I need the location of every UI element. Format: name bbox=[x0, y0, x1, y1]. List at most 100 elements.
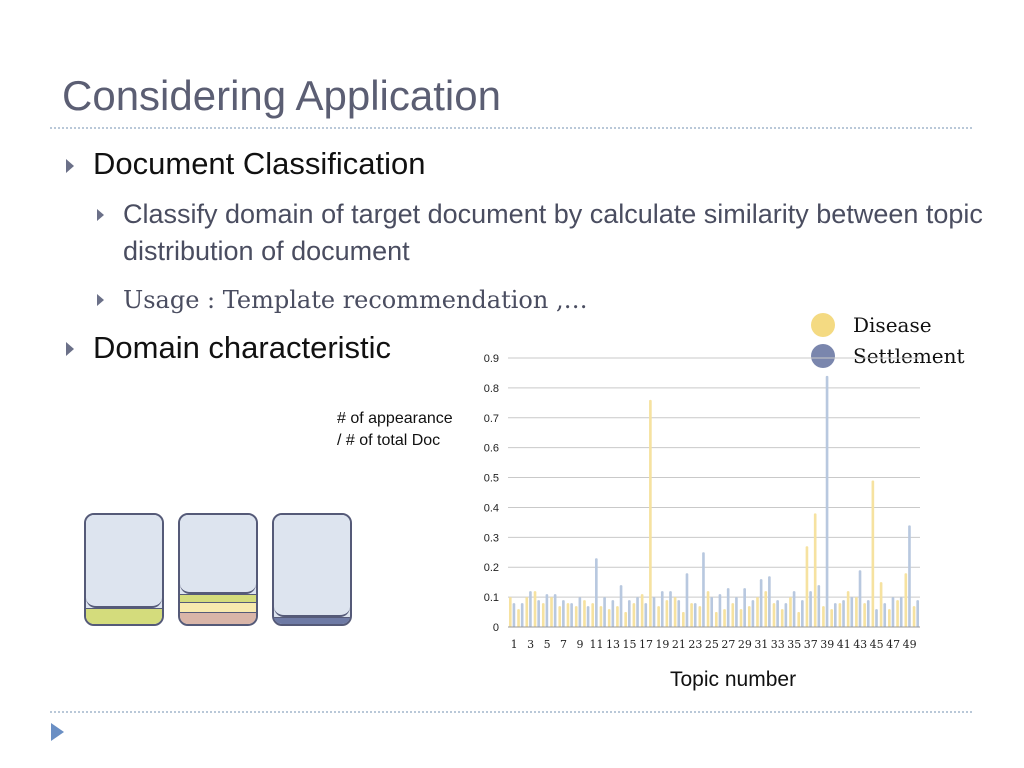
x-tick-label: 5 bbox=[544, 638, 551, 651]
bar-settlement bbox=[759, 579, 763, 627]
bar-settlement bbox=[718, 594, 722, 627]
bar-settlement bbox=[875, 609, 878, 627]
bar-settlement bbox=[809, 591, 812, 627]
sub-bullet-arrow-icon bbox=[97, 294, 104, 306]
bar-disease bbox=[756, 597, 759, 627]
y-tick-label: 0.6 bbox=[484, 443, 499, 455]
bar-disease bbox=[863, 603, 866, 627]
bar-settlement bbox=[553, 594, 557, 627]
bar-disease bbox=[525, 597, 529, 627]
bar-disease bbox=[632, 603, 636, 627]
bar-disease bbox=[896, 600, 899, 627]
bar-disease bbox=[714, 612, 718, 627]
bar-disease bbox=[855, 597, 858, 627]
y-axis-label-line2: / # of total Doc bbox=[337, 432, 441, 449]
bar-disease bbox=[888, 609, 891, 627]
x-tick-label: 19 bbox=[655, 638, 669, 651]
bar-settlement bbox=[578, 597, 582, 627]
bar-settlement bbox=[520, 603, 524, 627]
bar-settlement bbox=[817, 585, 821, 627]
x-tick-label: 29 bbox=[738, 638, 752, 651]
bar-settlement bbox=[768, 576, 771, 627]
bar-settlement bbox=[883, 603, 887, 627]
doc-band-green bbox=[86, 608, 162, 624]
bar-settlement bbox=[908, 525, 911, 627]
y-axis-label-line1: # of appearance bbox=[337, 410, 453, 427]
bar-disease bbox=[706, 591, 710, 627]
doc-band-yellow bbox=[180, 602, 256, 613]
bar-disease bbox=[599, 606, 603, 627]
doc-card-disease bbox=[84, 513, 164, 626]
x-tick-label: 15 bbox=[622, 638, 636, 651]
x-tick-label: 33 bbox=[771, 638, 785, 651]
x-tick-label: 31 bbox=[754, 638, 768, 651]
x-tick-label: 23 bbox=[688, 638, 702, 651]
x-tick-label: 27 bbox=[721, 638, 735, 651]
bar-disease bbox=[508, 597, 512, 627]
bar-disease bbox=[813, 513, 817, 627]
legend-settlement-swatch bbox=[811, 344, 835, 368]
bar-settlement bbox=[570, 603, 573, 627]
doc-card-settlement bbox=[272, 513, 352, 626]
bar-disease bbox=[904, 573, 908, 627]
slide-title: Considering Application bbox=[62, 72, 501, 119]
sub-bullet-classify: Classify domain of target document by ca… bbox=[123, 199, 983, 266]
bar-settlement bbox=[776, 600, 779, 627]
y-tick-label: 0.3 bbox=[484, 532, 499, 544]
y-tick-label: 0.4 bbox=[484, 502, 499, 514]
bar-settlement bbox=[710, 597, 714, 627]
y-tick-label: 0.1 bbox=[484, 592, 499, 604]
x-tick-label: 1 bbox=[511, 638, 518, 651]
bar-disease bbox=[822, 606, 825, 627]
bar-settlement bbox=[801, 600, 804, 627]
bar-settlement bbox=[611, 600, 615, 627]
x-tick-label: 7 bbox=[560, 638, 567, 651]
bar-settlement bbox=[842, 600, 845, 627]
x-tick-label: 13 bbox=[606, 638, 620, 651]
x-tick-label: 17 bbox=[639, 638, 653, 651]
bar-disease bbox=[517, 609, 520, 627]
bar-settlement bbox=[726, 588, 730, 627]
bar-disease bbox=[871, 480, 875, 627]
bullet-arrow-icon bbox=[66, 159, 74, 173]
x-tick-label: 35 bbox=[787, 638, 801, 651]
bottom-divider bbox=[50, 711, 972, 713]
bar-disease bbox=[731, 603, 735, 627]
x-tick-label: 43 bbox=[853, 638, 867, 651]
bar-settlement bbox=[529, 591, 532, 627]
x-tick-label: 21 bbox=[672, 638, 686, 651]
bar-disease bbox=[616, 606, 619, 627]
bar-disease bbox=[583, 600, 586, 627]
bar-settlement bbox=[644, 603, 648, 627]
bar-disease bbox=[739, 609, 743, 627]
bar-settlement bbox=[595, 558, 598, 627]
bar-settlement bbox=[677, 600, 681, 627]
bullet-domain-characteristic: Domain characteristic bbox=[93, 330, 392, 365]
bar-settlement bbox=[899, 597, 903, 627]
bar-settlement bbox=[512, 603, 516, 627]
doc-band-green bbox=[180, 594, 256, 603]
x-tick-label: 45 bbox=[870, 638, 884, 651]
y-tick-label: 0 bbox=[493, 622, 499, 634]
doc-card-mixed bbox=[178, 513, 258, 626]
bar-settlement bbox=[792, 591, 796, 627]
bar-settlement bbox=[833, 603, 837, 627]
bar-settlement bbox=[586, 606, 590, 627]
bar-disease bbox=[607, 609, 611, 627]
bar-settlement bbox=[866, 600, 870, 627]
bar-disease bbox=[657, 606, 660, 627]
bar-disease bbox=[550, 597, 553, 627]
bar-settlement bbox=[652, 597, 656, 627]
y-tick-label: 0.2 bbox=[484, 562, 499, 574]
bar-settlement bbox=[636, 597, 639, 627]
bar-disease bbox=[533, 591, 537, 627]
bar-disease bbox=[764, 591, 768, 627]
legend-settlement-label: Settlement bbox=[853, 344, 965, 368]
bar-disease bbox=[624, 612, 627, 627]
bar-disease bbox=[673, 597, 677, 627]
bullet-arrow-icon bbox=[66, 342, 74, 356]
doc-band-navy bbox=[274, 617, 350, 624]
bullet-document-classification: Document Classification bbox=[93, 146, 426, 181]
bar-settlement bbox=[916, 600, 920, 627]
